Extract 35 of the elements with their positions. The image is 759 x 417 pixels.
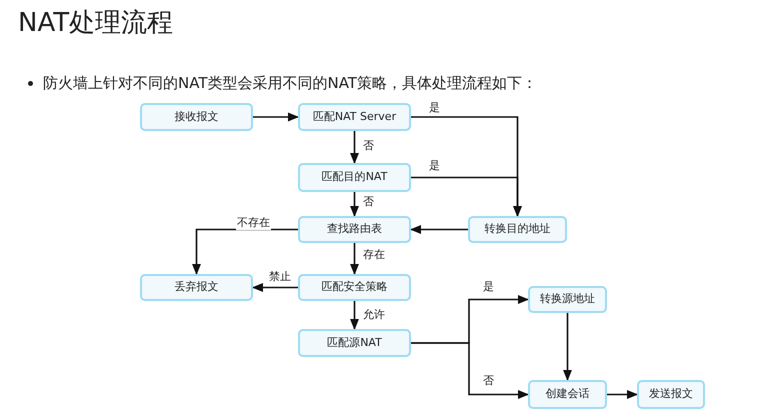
edge-label: 是 [428, 101, 441, 115]
edge-label: 允许 [362, 308, 386, 322]
edge-label: 存在 [362, 248, 386, 262]
arrow [411, 176, 522, 218]
process-box: 转换目的地址 [468, 216, 567, 243]
arrow [350, 243, 359, 276]
arrow [253, 112, 300, 122]
process-box: 发送报文 [637, 380, 705, 409]
process-box: 接收报文 [140, 103, 253, 131]
arrow [607, 390, 638, 399]
edge-label: 否 [362, 195, 375, 209]
process-box: 查找路由表 [298, 216, 411, 243]
arrow [252, 283, 298, 292]
arrow [411, 342, 530, 399]
edge-label: 禁止 [268, 270, 292, 284]
edge-label: 是 [428, 159, 441, 173]
process-box: 匹配源NAT [298, 329, 411, 357]
edge-label: 否 [362, 139, 375, 153]
arrow [563, 313, 572, 382]
process-box: 匹配NAT Server [298, 103, 411, 131]
arrow [350, 192, 359, 218]
process-box: 匹配目的NAT [298, 163, 411, 192]
process-box: 丢弃报文 [140, 274, 253, 301]
arrow [350, 131, 359, 164]
process-box: 转换源地址 [528, 286, 607, 313]
process-box: 匹配安全策略 [298, 274, 411, 301]
edge-label: 是 [482, 280, 495, 294]
edge-label: 否 [482, 374, 495, 388]
arrow [410, 225, 468, 234]
edge-label: 不存在 [236, 216, 271, 230]
process-box: 创建会话 [528, 380, 607, 409]
arrow [350, 301, 359, 330]
intro-text: 防火墙上针对不同的NAT类型会采用不同的NAT策略，具体处理流程如下： [43, 73, 537, 94]
page-title: NAT处理流程 [18, 7, 174, 40]
arrow [192, 228, 298, 276]
